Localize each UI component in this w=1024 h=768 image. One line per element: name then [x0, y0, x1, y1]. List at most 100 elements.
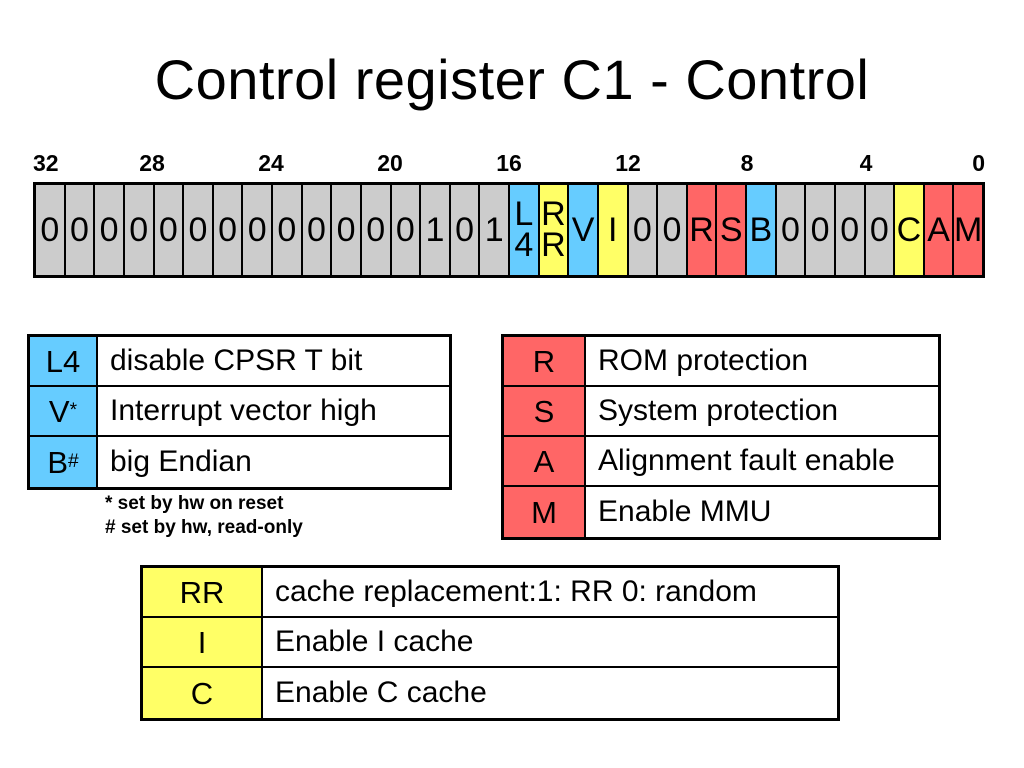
legend-description: disable CPSR T bit — [110, 344, 363, 377]
bit-ruler-tick-32: 32 — [33, 150, 59, 176]
bit-cell-label: 0 — [40, 211, 60, 249]
legend-description: System protection — [598, 394, 839, 427]
bit-cell-label: 0 — [188, 211, 208, 249]
legend-description: big Endian — [110, 445, 252, 478]
bit-cell-29: 0 — [95, 185, 125, 275]
bit-cell-glyph: R — [541, 194, 566, 233]
legend-description: Enable I cache — [275, 625, 474, 658]
bit-cell-label: R — [689, 211, 714, 249]
legend-key-C: C — [143, 668, 263, 718]
legend-key-M: M — [504, 487, 586, 537]
bit-ruler-tick-16: 16 — [496, 150, 522, 176]
bit-cell-label: 0 — [99, 211, 119, 249]
bit-cell-glyph: R — [541, 226, 566, 264]
bit-cell-23: 0 — [273, 185, 303, 275]
bit-cell-7: B — [747, 185, 777, 275]
bit-cell-4: 0 — [835, 185, 866, 275]
bit-ruler-tick-4: 4 — [859, 150, 873, 176]
bit-cell-17: 0 — [450, 185, 481, 275]
legend-key-RR: RR — [143, 568, 263, 616]
bit-cell-label: 0 — [129, 211, 149, 249]
bit-cell-label: 0 — [840, 211, 860, 249]
legend-row: S System protection — [504, 387, 938, 437]
bit-cell-label: 0 — [247, 211, 267, 249]
bit-cell-25: 0 — [213, 185, 244, 275]
legend-row: L4 disable CPSR T bit — [30, 337, 449, 387]
bit-cell-label: 0 — [455, 211, 475, 249]
bit-cell-label: 1 — [425, 211, 445, 249]
bit-cell-label: 0 — [395, 211, 415, 249]
page-title: Control register C1 - Control — [154, 48, 870, 111]
bit-cell-16: 1 — [480, 185, 510, 275]
bit-cell-label: 1 — [484, 211, 504, 249]
legend-row: R ROM protection — [504, 337, 938, 387]
bit-cell-10: 0 — [658, 185, 688, 275]
bit-cell-27: 0 — [154, 185, 185, 275]
bit-cell-glyph: 4 — [514, 226, 534, 264]
bit-cell-0: M — [954, 185, 982, 275]
bit-cell-label: C — [896, 211, 922, 249]
bit-cell-31: 0 — [36, 185, 66, 275]
legend-description: Interrupt vector high — [110, 394, 377, 427]
bit-cell-label: S — [719, 211, 743, 249]
legend-description: ROM protection — [598, 344, 809, 377]
bit-cell-label: 0 — [158, 211, 178, 249]
bit-cell-8: S — [717, 185, 747, 275]
legend-description: Alignment fault enable — [598, 444, 895, 477]
legend-key-label: I — [197, 624, 207, 660]
legend-row: A Alignment fault enable — [504, 437, 938, 487]
legend-row: C Enable C cache — [143, 668, 837, 718]
bit-ruler-tick-12: 12 — [615, 150, 641, 176]
bit-ruler-tick-8: 8 — [740, 150, 754, 176]
bit-cell-2: C — [895, 185, 925, 275]
bit-cell-label: 0 — [306, 211, 326, 249]
bit-cell-glyph: L — [514, 194, 534, 233]
legend-key-V: V* — [30, 387, 98, 435]
legend-key-label: V — [48, 393, 70, 429]
legend-key-L4: L4 — [30, 337, 98, 385]
bit-cell-label: 0 — [218, 211, 238, 249]
bit-cell-5: 0 — [806, 185, 836, 275]
bit-cell-label: B — [749, 211, 773, 249]
bit-cell-label: 0 — [869, 211, 889, 249]
bit-cell-26: 0 — [184, 185, 214, 275]
legend-key-A: A — [504, 437, 586, 485]
bit-cell-label: V — [571, 211, 595, 249]
legend-row: I Enable I cache — [143, 618, 837, 668]
bit-cell-11: 0 — [628, 185, 659, 275]
bit-cell-3: 0 — [865, 185, 896, 275]
bit-cell-24: 0 — [243, 185, 273, 275]
legend-description: cache replacement:1: RR 0: random — [275, 575, 757, 608]
footnote-line: # set by hw, read-only — [105, 517, 303, 538]
bit-cell-label: 0 — [277, 211, 297, 249]
bit-cell-13: V — [569, 185, 599, 275]
legend-key-S: S — [504, 387, 586, 435]
bit-cell-28: 0 — [124, 185, 155, 275]
legend-description: Enable C cache — [275, 676, 487, 709]
bit-cell-9: R — [687, 185, 718, 275]
bit-ruler-tick-24: 24 — [258, 150, 284, 176]
legend-key-label: C — [190, 675, 214, 711]
bit-cell-label: I — [607, 211, 618, 249]
bit-ruler-tick-0: 0 — [972, 150, 985, 176]
legend-key-I: I — [143, 618, 263, 666]
bit-cell-1: A — [924, 185, 955, 275]
bit-ruler-tick-20: 20 — [377, 150, 403, 176]
legend-key-label: A — [533, 443, 555, 479]
bit-cell-22: 0 — [302, 185, 333, 275]
legend-key-label: R — [532, 343, 556, 379]
bit-cell-label: 0 — [810, 211, 830, 249]
bit-cell-20: 0 — [361, 185, 392, 275]
legend-row: RR cache replacement:1: RR 0: random — [143, 568, 837, 618]
bit-cell-6: 0 — [776, 185, 807, 275]
bit-cell-label: 0 — [366, 211, 386, 249]
bit-cell-label: 0 — [69, 211, 89, 249]
legend-key-label: B — [47, 444, 68, 480]
footnotes: * set by hw on reset# set by hw, read-on… — [105, 492, 303, 540]
